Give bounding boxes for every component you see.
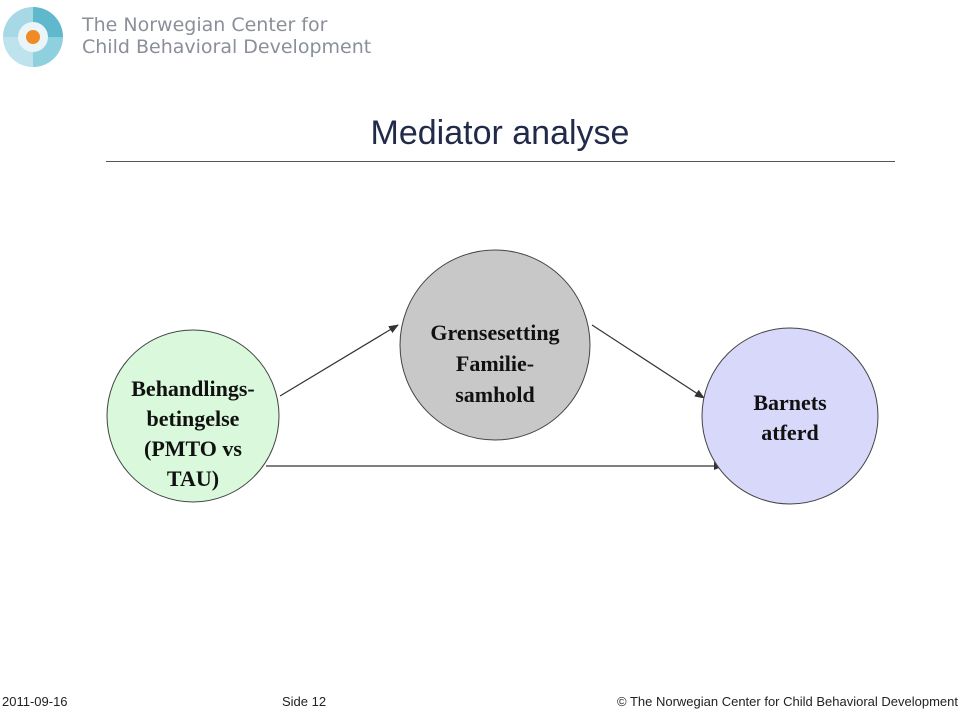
logo-line-2: Child Behavioral Development bbox=[82, 36, 372, 58]
node-label-line: Familie- bbox=[455, 351, 535, 376]
logo-wordmark: The Norwegian Center for Child Behaviora… bbox=[82, 14, 371, 58]
node-label-line: samhold bbox=[455, 382, 535, 407]
node-label-line: Grensesetting bbox=[430, 320, 560, 345]
node-treatment-condition bbox=[106, 329, 280, 503]
arrow-middle-to-right bbox=[591, 324, 705, 399]
node-mediators-label: Grensesetting Familie- samhold bbox=[395, 317, 595, 410]
node-label-line: Barnets bbox=[753, 390, 827, 415]
node-child-behavior bbox=[701, 327, 879, 505]
footer-page-number: Side 12 bbox=[282, 694, 327, 709]
organization-logo: The Norwegian Center for Child Behaviora… bbox=[0, 0, 371, 72]
node-label-line: TAU) bbox=[166, 466, 220, 491]
node-child-behavior-label: Barnets atferd bbox=[700, 388, 880, 448]
footer-date: 2011-09-16 bbox=[2, 694, 68, 709]
node-mediators bbox=[399, 249, 591, 441]
node-label-line: Behandlings- bbox=[131, 376, 255, 401]
slide-title: Mediator analyse bbox=[370, 114, 630, 152]
logo-mark-icon bbox=[3, 7, 63, 67]
node-label-line: (PMTO vs bbox=[144, 436, 242, 461]
node-label-line: atferd bbox=[761, 420, 819, 445]
arrow-left-to-middle bbox=[279, 324, 399, 397]
node-label-line: betingelse bbox=[146, 406, 240, 431]
node-treatment-condition-label: Behandlings- betingelse (PMTO vs TAU) bbox=[103, 374, 283, 494]
logo-line-1: The Norwegian Center for bbox=[82, 14, 328, 36]
footer-copyright: © The Norwegian Center for Child Behavio… bbox=[616, 694, 958, 709]
title-divider bbox=[106, 161, 895, 162]
